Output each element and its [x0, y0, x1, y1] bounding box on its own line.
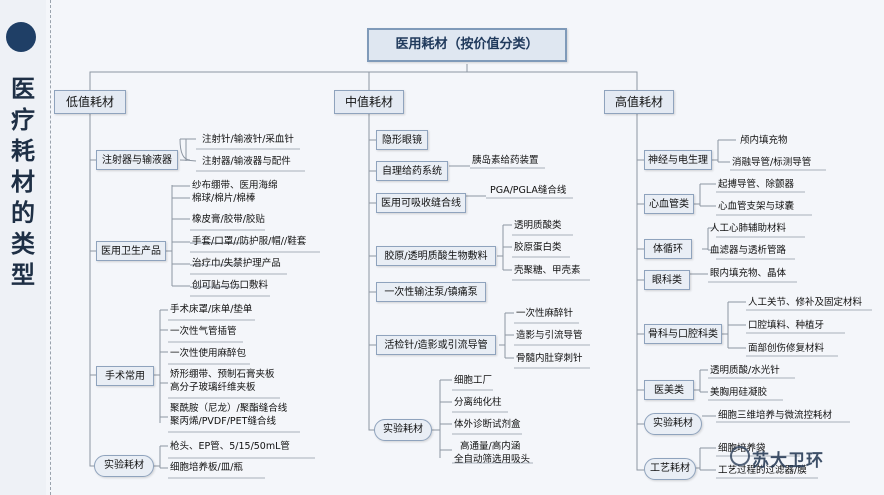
leaf: 注射器/输液器与配件	[202, 156, 291, 167]
leaf: 橡皮膏/胶带/胶贴	[192, 214, 265, 225]
leaf: 枪头、EP管、5/15/50mL管	[170, 441, 290, 452]
leaf: 透明质酸类	[514, 220, 562, 231]
leaf: 聚丙烯/PVDF/PET缝合线	[170, 416, 276, 427]
leaf: 起搏导管、除颤器	[718, 179, 795, 190]
leaf: 透明质酸/水光针	[710, 365, 780, 376]
bullet-dot-icon	[6, 22, 36, 52]
leaf: 口腔填料、种植牙	[748, 320, 825, 331]
watermark-logo-icon	[730, 446, 750, 466]
mid-contact-lens-node: 隐形眼镜	[376, 130, 428, 150]
leaf: 全自动筛选用吸头	[454, 454, 531, 465]
mid-dressing-node: 胶原/透明质酸生物敷料	[376, 246, 496, 266]
watermark: 苏大卫环	[752, 451, 824, 471]
leaf: 一次性麻醉针	[516, 308, 574, 319]
leaf: 美胸用硅凝胶	[710, 387, 768, 398]
vertical-title: 医 疗 耗 材 的 类 型	[11, 75, 35, 289]
low-injection-node: 注射器与输液器	[96, 150, 178, 170]
low-surgery-node: 手术常用	[96, 366, 154, 386]
leaf: 治疗巾/失禁护理产品	[192, 258, 281, 269]
leaf: 人工关节、修补及固定材料	[748, 297, 863, 308]
leaf: 血滤器与透析管路	[710, 245, 787, 256]
leaf: 一次性使用麻醉包	[170, 348, 247, 359]
leaf: 细胞工厂	[454, 375, 493, 386]
leaf: 创可贴与伤口敷料	[192, 280, 269, 291]
leaf: 工艺过程的过滤器/膜	[718, 465, 807, 476]
leaf: 纱布绷带、医用海绵	[192, 180, 278, 191]
mid-self-admin-node: 自理给药系统	[376, 161, 448, 181]
low-lab-node: 实验耗材	[94, 455, 154, 477]
leaf: 人工心肺辅助材料	[710, 223, 787, 234]
high-process-node: 工艺耗材	[644, 458, 696, 480]
leaf: 眼内填充物、晶体	[710, 268, 787, 279]
mid-absorbable-suture-node: 医用可吸收缝合线	[376, 193, 466, 213]
leaf: 颅内填充物	[740, 135, 788, 146]
leaf: 聚酰胺（尼龙）/聚酯缝合线	[170, 403, 288, 414]
leaf: 高通量/高内涵	[460, 441, 521, 452]
leaf: PGA/PGLA缝合线	[490, 185, 567, 196]
high-circulation-node: 体循环	[644, 239, 692, 259]
category-high-value: 高值耗材	[604, 90, 674, 114]
leaf: 面部创伤修复材料	[748, 343, 825, 354]
leaf: 一次性气管插管	[170, 326, 237, 337]
high-ophthalmic-node: 眼科类	[644, 270, 690, 290]
low-hygiene-node: 医用卫生产品	[96, 241, 166, 261]
root-node: 医用耗材（按价值分类）	[367, 28, 567, 62]
leaf: 骨髓内肚穿刺针	[516, 353, 583, 364]
leaf: 手套/口罩//防护服/帽//鞋套	[192, 236, 307, 247]
leaf: 造影与引流导管	[516, 330, 583, 341]
sidebar: 医 疗 耗 材 的 类 型	[0, 0, 46, 495]
leaf: 胰岛素给药装置	[472, 155, 539, 166]
high-neuro-node: 神经与电生理	[644, 150, 712, 170]
high-aesthetic-node: 医美类	[644, 380, 694, 400]
high-lab-node: 实验耗材	[644, 413, 702, 435]
leaf: 细胞培养板/皿/瓶	[170, 462, 243, 473]
high-ortho-dental-node: 骨科与口腔科类	[644, 324, 722, 344]
leaf: 细胞三维培养与微流控耗材	[718, 410, 833, 421]
category-low-value: 低值耗材	[54, 90, 126, 114]
category-mid-value: 中值耗材	[334, 90, 404, 114]
leaf: 壳聚糖、甲壳素	[514, 265, 581, 276]
leaf: 手术床罩/床单/垫单	[170, 304, 253, 315]
leaf: 高分子玻璃纤维夹板	[170, 382, 256, 393]
leaf: 矫形绷带、预制石膏夹板	[170, 369, 275, 380]
leaf: 消融导管/标测导管	[732, 157, 812, 168]
leaf: 体外诊断试剂盒	[454, 419, 521, 430]
mid-biopsy-node: 活检针/造影或引流导管	[376, 335, 496, 355]
mid-lab-node: 实验耗材	[374, 419, 432, 441]
mid-pump-node: 一次性输注泵/镇痛泵	[376, 282, 486, 302]
divider	[50, 0, 51, 495]
leaf: 注射针/输液针/采血针	[202, 134, 294, 145]
leaf: 分离纯化柱	[454, 397, 502, 408]
leaf: 心血管支架与球囊	[718, 201, 795, 212]
leaf: 胶原蛋白类	[514, 242, 562, 253]
leaf: 棉球/棉片/棉棒	[192, 193, 256, 204]
high-cardio-node: 心血管类	[644, 194, 694, 214]
